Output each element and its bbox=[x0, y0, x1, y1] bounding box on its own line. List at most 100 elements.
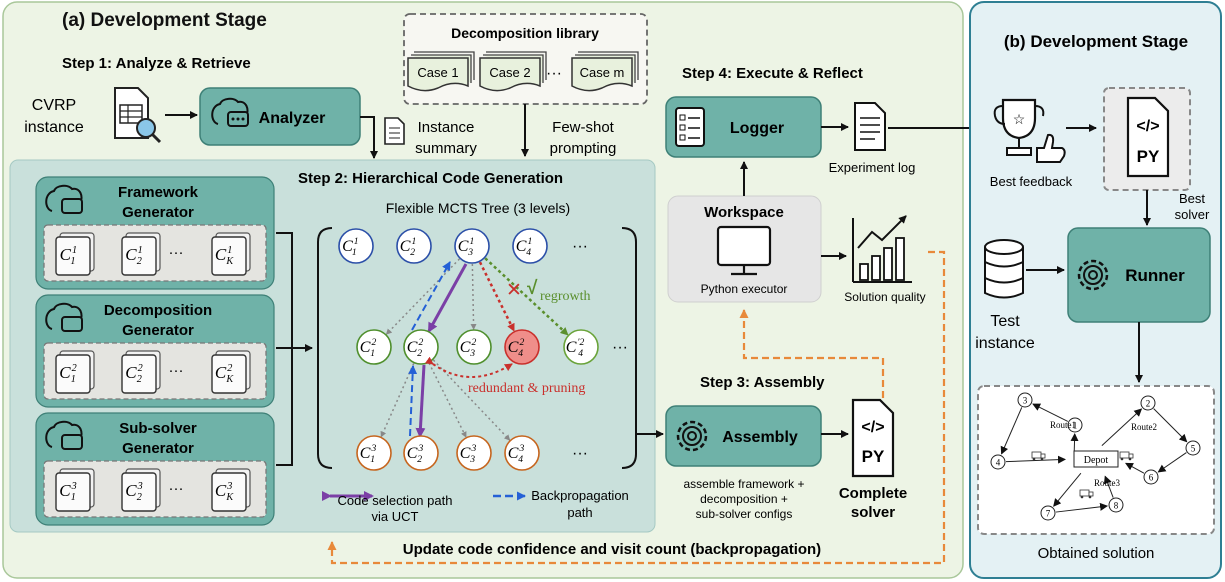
panel-a-title: (a) Development Stage bbox=[62, 10, 267, 31]
obtained-solution-label: Obtained solution bbox=[1038, 545, 1155, 562]
solution-quality-label: Solution quality bbox=[844, 290, 925, 304]
fewshot-label-line2: prompting bbox=[550, 140, 617, 157]
library-title: Decomposition library bbox=[451, 25, 599, 41]
spreadsheet-search-icon bbox=[114, 87, 162, 144]
customer-label: 6 bbox=[1149, 473, 1154, 483]
experiment-log-label: Experiment log bbox=[829, 160, 916, 175]
customer-node bbox=[1140, 395, 1156, 411]
complete-solver-file-icon: </> PY bbox=[851, 398, 895, 478]
regrowth-label: regrowth bbox=[540, 289, 591, 304]
depot-label: Depot bbox=[1084, 455, 1109, 466]
runner-label: Runner bbox=[1125, 266, 1185, 285]
best-py-label: PY bbox=[1137, 147, 1160, 166]
tree-ellipsis: ··· bbox=[572, 445, 588, 462]
brain-chat-icon bbox=[45, 420, 83, 450]
generator-title-line1: Framework bbox=[118, 184, 199, 201]
analyzer-module: Analyzer bbox=[199, 87, 361, 146]
regrowth-edge bbox=[484, 257, 569, 336]
customer-label: 5 bbox=[1191, 444, 1196, 454]
logger-label: Logger bbox=[730, 120, 784, 137]
generator-title-line2: Generator bbox=[122, 322, 194, 339]
case-card: Case m bbox=[571, 51, 639, 92]
redundant-link bbox=[424, 356, 513, 378]
prune-cross-icon: ✕ bbox=[506, 280, 522, 301]
brain-chat-icon bbox=[45, 184, 83, 214]
test-instance-line1: Test bbox=[990, 313, 1020, 330]
summary-label-line1: Instance bbox=[418, 119, 475, 136]
pruned-edge bbox=[478, 261, 516, 332]
panel-b-title: (b) Development Stage bbox=[1004, 32, 1188, 51]
case-label: Case 2 bbox=[489, 65, 530, 80]
experiment-log-icon bbox=[854, 102, 886, 151]
case-ellipsis: ··· bbox=[546, 65, 562, 82]
customer-node bbox=[1143, 469, 1159, 485]
complete-solver-line2: solver bbox=[851, 504, 895, 521]
assembly-label: Assembly bbox=[722, 429, 798, 446]
route-segment-1 bbox=[1005, 455, 1067, 464]
gear-icon bbox=[676, 420, 708, 452]
route-segment-2 bbox=[1101, 408, 1143, 446]
generator-title-line2: Generator bbox=[122, 204, 194, 221]
tree-right-bracket bbox=[621, 227, 637, 469]
tree-edge bbox=[428, 362, 467, 438]
tree-edge bbox=[380, 363, 415, 438]
generator-ellipsis: ··· bbox=[169, 362, 184, 379]
best-code-glyph: </> bbox=[1136, 118, 1159, 135]
generator-title-line1: Decomposition bbox=[104, 302, 212, 319]
growth-chart-icon bbox=[852, 215, 912, 283]
legend-backprop-line1: Backpropagation bbox=[531, 488, 629, 503]
complete-code-glyph: </> bbox=[861, 419, 884, 436]
truck-icon bbox=[1079, 489, 1094, 499]
customer-node bbox=[1185, 440, 1201, 456]
regrowth-check-icon: √ bbox=[527, 278, 538, 299]
customer-node bbox=[1108, 497, 1124, 513]
svg-text:☆: ☆ bbox=[1013, 111, 1026, 127]
route-segment-1 bbox=[1000, 407, 1023, 455]
route-segment-3 bbox=[1055, 502, 1109, 513]
fewshot-label-line1: Few-shot bbox=[552, 119, 615, 136]
route-label: Route1 bbox=[1050, 420, 1076, 430]
customer-label: 4 bbox=[996, 458, 1001, 468]
tree-ellipsis: ··· bbox=[572, 238, 588, 255]
route-segment-3 bbox=[1053, 472, 1082, 507]
customer-label: 3 bbox=[1023, 396, 1028, 406]
customer-label: 1 bbox=[1073, 421, 1078, 431]
assembly-module: Assembly bbox=[665, 405, 822, 467]
assemble-desc-line2: decomposition + bbox=[700, 492, 788, 506]
assemble-desc-line1: assemble framework + bbox=[683, 477, 804, 491]
analyzer-label: Analyzer bbox=[259, 110, 326, 127]
route-segment-1 bbox=[1032, 403, 1069, 422]
cvrp-label-line1: CVRP bbox=[32, 97, 76, 114]
legend-backprop-line2: path bbox=[567, 505, 592, 520]
workspace-module: Workspace Python executor bbox=[667, 195, 822, 303]
customer-node bbox=[1040, 505, 1056, 521]
tree-left-bracket bbox=[317, 227, 333, 469]
